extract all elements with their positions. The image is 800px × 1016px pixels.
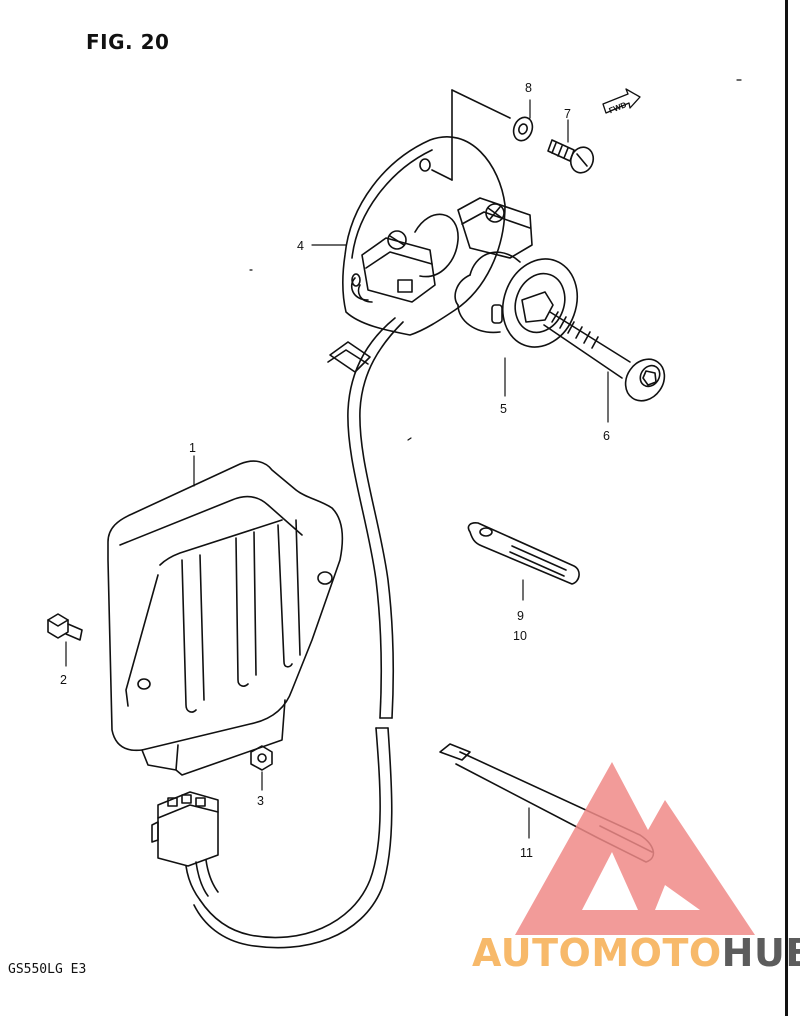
igniter-unit (107, 460, 344, 776)
callout-5: 5 (500, 402, 507, 416)
watermark-text: AUTOMOTOHUB (472, 931, 800, 975)
watermark-text-part2: HUB (721, 931, 800, 975)
callout-9: 9 (517, 609, 524, 623)
pickup-coil-upper (457, 197, 533, 259)
page-edge-line (785, 0, 788, 1016)
pickup-base-plate (342, 136, 506, 336)
bolt-2 (47, 613, 83, 641)
callout-3: 3 (257, 794, 264, 808)
callout-4: 4 (297, 239, 304, 253)
wire-harness (193, 317, 404, 949)
watermark-logo (515, 762, 755, 935)
callout-6: 6 (603, 429, 610, 443)
callout-10: 10 (513, 629, 527, 643)
pickup-coil-left (351, 230, 436, 303)
callout-11: 11 (520, 846, 533, 860)
igniter-connector (151, 791, 219, 901)
callout-2: 2 (60, 673, 67, 687)
advancer-housing (454, 251, 578, 348)
clamp (467, 522, 580, 585)
callout-7: 7 (564, 107, 571, 121)
washer (512, 116, 534, 142)
watermark-text-part1: AUTOMOTO (472, 931, 722, 975)
fwd-arrow (602, 88, 641, 114)
assembly-guide-line (431, 89, 511, 181)
fwd-label: FWD (608, 100, 628, 115)
model-code: GS550LG E3 (8, 962, 87, 977)
callout-1: 1 (189, 441, 196, 455)
screw (547, 139, 595, 174)
nut-3 (250, 745, 273, 771)
advancer-bolt (543, 311, 666, 402)
figure-title: FIG. 20 (86, 30, 170, 54)
callout-8: 8 (525, 81, 532, 95)
callout-leader-lines (65, 99, 609, 839)
harness-grommet (327, 341, 371, 373)
scan-specks (249, 79, 742, 441)
